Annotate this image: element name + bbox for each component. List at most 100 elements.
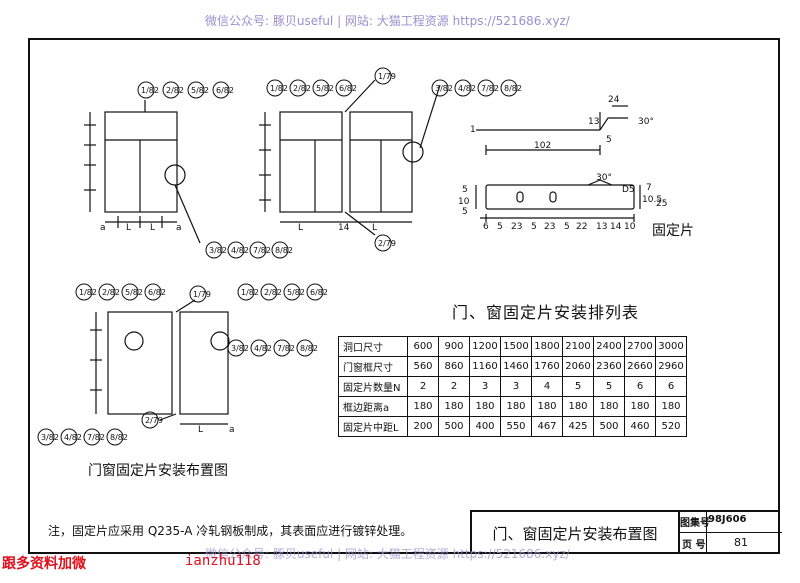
table-cell: 180 (469, 396, 501, 417)
table-cell: 180 (624, 396, 656, 417)
window-frame-b-left (279, 111, 343, 213)
bdim-7: 13 (596, 222, 607, 232)
table-cell: 180 (562, 396, 594, 417)
callout-bubbles-d: 3/82 4/82 7/82 8/82 (431, 79, 522, 97)
row-label: 固定片数量N (338, 376, 408, 397)
bubble-b4: 6/82 (339, 84, 357, 93)
drawing-sheet-border (28, 38, 780, 554)
table-cell: 200 (407, 416, 439, 437)
bubble-b3: 5/82 (316, 84, 334, 93)
dim-24: 24 (608, 95, 620, 105)
dim-l-5: L (198, 425, 203, 435)
table-cell: 900 (438, 336, 470, 357)
bubble-c1: 3/82 (209, 246, 227, 255)
bubble-g4: 8/82 (300, 344, 318, 353)
bubble-h4: 8/82 (110, 433, 128, 442)
bdim-1: 5 (497, 222, 503, 232)
table-cell: 180 (655, 396, 687, 417)
table-cell: 2060 (562, 356, 594, 377)
detail-circle-a (164, 164, 186, 186)
dim-left-5b: 5 (462, 207, 468, 217)
callout-bubbles-h: 3/82 4/82 7/82 8/82 (37, 428, 128, 446)
bubble-h3: 7/82 (87, 433, 105, 442)
table-cell: 180 (500, 396, 532, 417)
bubble-a4: 6/82 (216, 86, 234, 95)
detail-circle-b (402, 141, 424, 163)
atlas-value: 98J606 (708, 514, 747, 525)
row-label: 框边距离a (338, 396, 408, 417)
dim-13: 13 (588, 117, 599, 127)
bubble-c2: 4/82 (231, 246, 249, 255)
bubble-r3: 1/79 (193, 290, 211, 299)
callout-bubbles-b: 1/82 2/82 5/82 6/82 (266, 79, 357, 97)
dim-l-1: L (126, 223, 131, 233)
dim-5: 5 (606, 135, 612, 145)
table-cell: 5 (593, 376, 625, 397)
bubble-a2: 2/82 (166, 86, 184, 95)
table-cell: 180 (407, 396, 439, 417)
dim-14: 14 (338, 223, 350, 233)
bubble-h1: 3/82 (41, 433, 59, 442)
dim-a-left: a (100, 223, 106, 233)
table-cell: 425 (562, 416, 594, 437)
bubble-e4: 6/82 (148, 288, 166, 297)
table-cell: 2360 (593, 356, 625, 377)
table-cell: 1800 (531, 336, 563, 357)
bdim-0: 6 (483, 222, 489, 232)
fixing-piece-plan (485, 184, 635, 210)
table-cell: 3 (500, 376, 532, 397)
bubble-d3: 7/82 (481, 84, 499, 93)
table-cell: 400 (469, 416, 501, 437)
table-cell: 2960 (655, 356, 687, 377)
table-cell: 180 (438, 396, 470, 417)
atlas-label: 图集号 (680, 518, 710, 529)
dim-30-b: 30° (596, 173, 612, 183)
bubble-f3: 5/82 (287, 288, 305, 297)
bdim-4: 23 (544, 222, 555, 232)
window-frame-c-right (179, 311, 229, 415)
dim-a-right: a (176, 223, 182, 233)
detail-caption: 固定片 (652, 223, 694, 239)
dim-l-4: L (372, 223, 377, 233)
bubble-e1: 1/82 (79, 288, 97, 297)
bubble-f4: 6/82 (310, 288, 328, 297)
table-cell: 1160 (469, 356, 501, 377)
callout-bubbles-c: 3/82 4/82 7/82 8/82 (205, 241, 293, 259)
row-label: 洞口尺寸 (338, 336, 408, 357)
layout-caption: 门窗固定片安装布置图 (88, 463, 228, 479)
bdim-9: 10 (624, 222, 636, 232)
promo-left: 跟多资料加微 (2, 556, 86, 572)
bubble-a3: 5/82 (191, 86, 209, 95)
callout-bubbles-g: 3/82 4/82 7/82 8/82 (227, 339, 318, 357)
note-text: 注，固定片应采用 Q235-A 冷轧钢板制成，其表面应进行镀锌处理。 (48, 524, 413, 538)
table-cell: 560 (407, 356, 439, 377)
table-cell: 6 (655, 376, 687, 397)
dim-a-bottom: a (229, 425, 235, 435)
bottom-dims: 6 5 23 5 23 5 22 13 14 10 (483, 222, 636, 232)
table-cell: 4 (531, 376, 563, 397)
row-label: 固定片中距L (338, 416, 408, 437)
window-frame-c-left (107, 311, 173, 415)
table-title: 门、窗固定片安装排列表 (452, 303, 640, 322)
detail-circle-d (210, 331, 230, 351)
bubble-e2: 2/82 (102, 288, 120, 297)
bubble-b2: 2/82 (293, 84, 311, 93)
bdim-6: 22 (576, 222, 587, 232)
bubble-g1: 3/82 (231, 344, 249, 353)
dim-d5: D5 (622, 185, 635, 195)
table-cell: 500 (593, 416, 625, 437)
table-cell: 860 (438, 356, 470, 377)
table-cell: 2100 (562, 336, 594, 357)
table-cell: 2 (438, 376, 470, 397)
bdim-5: 5 (564, 222, 570, 232)
dim-l-3: L (298, 223, 303, 233)
table-cell: 180 (593, 396, 625, 417)
table-cell: 3000 (655, 336, 687, 357)
table-cell: 3 (469, 376, 501, 397)
dim-10-5: 10.5 (642, 195, 662, 205)
title-block-title: 门、窗固定片安装布置图 (472, 512, 680, 554)
